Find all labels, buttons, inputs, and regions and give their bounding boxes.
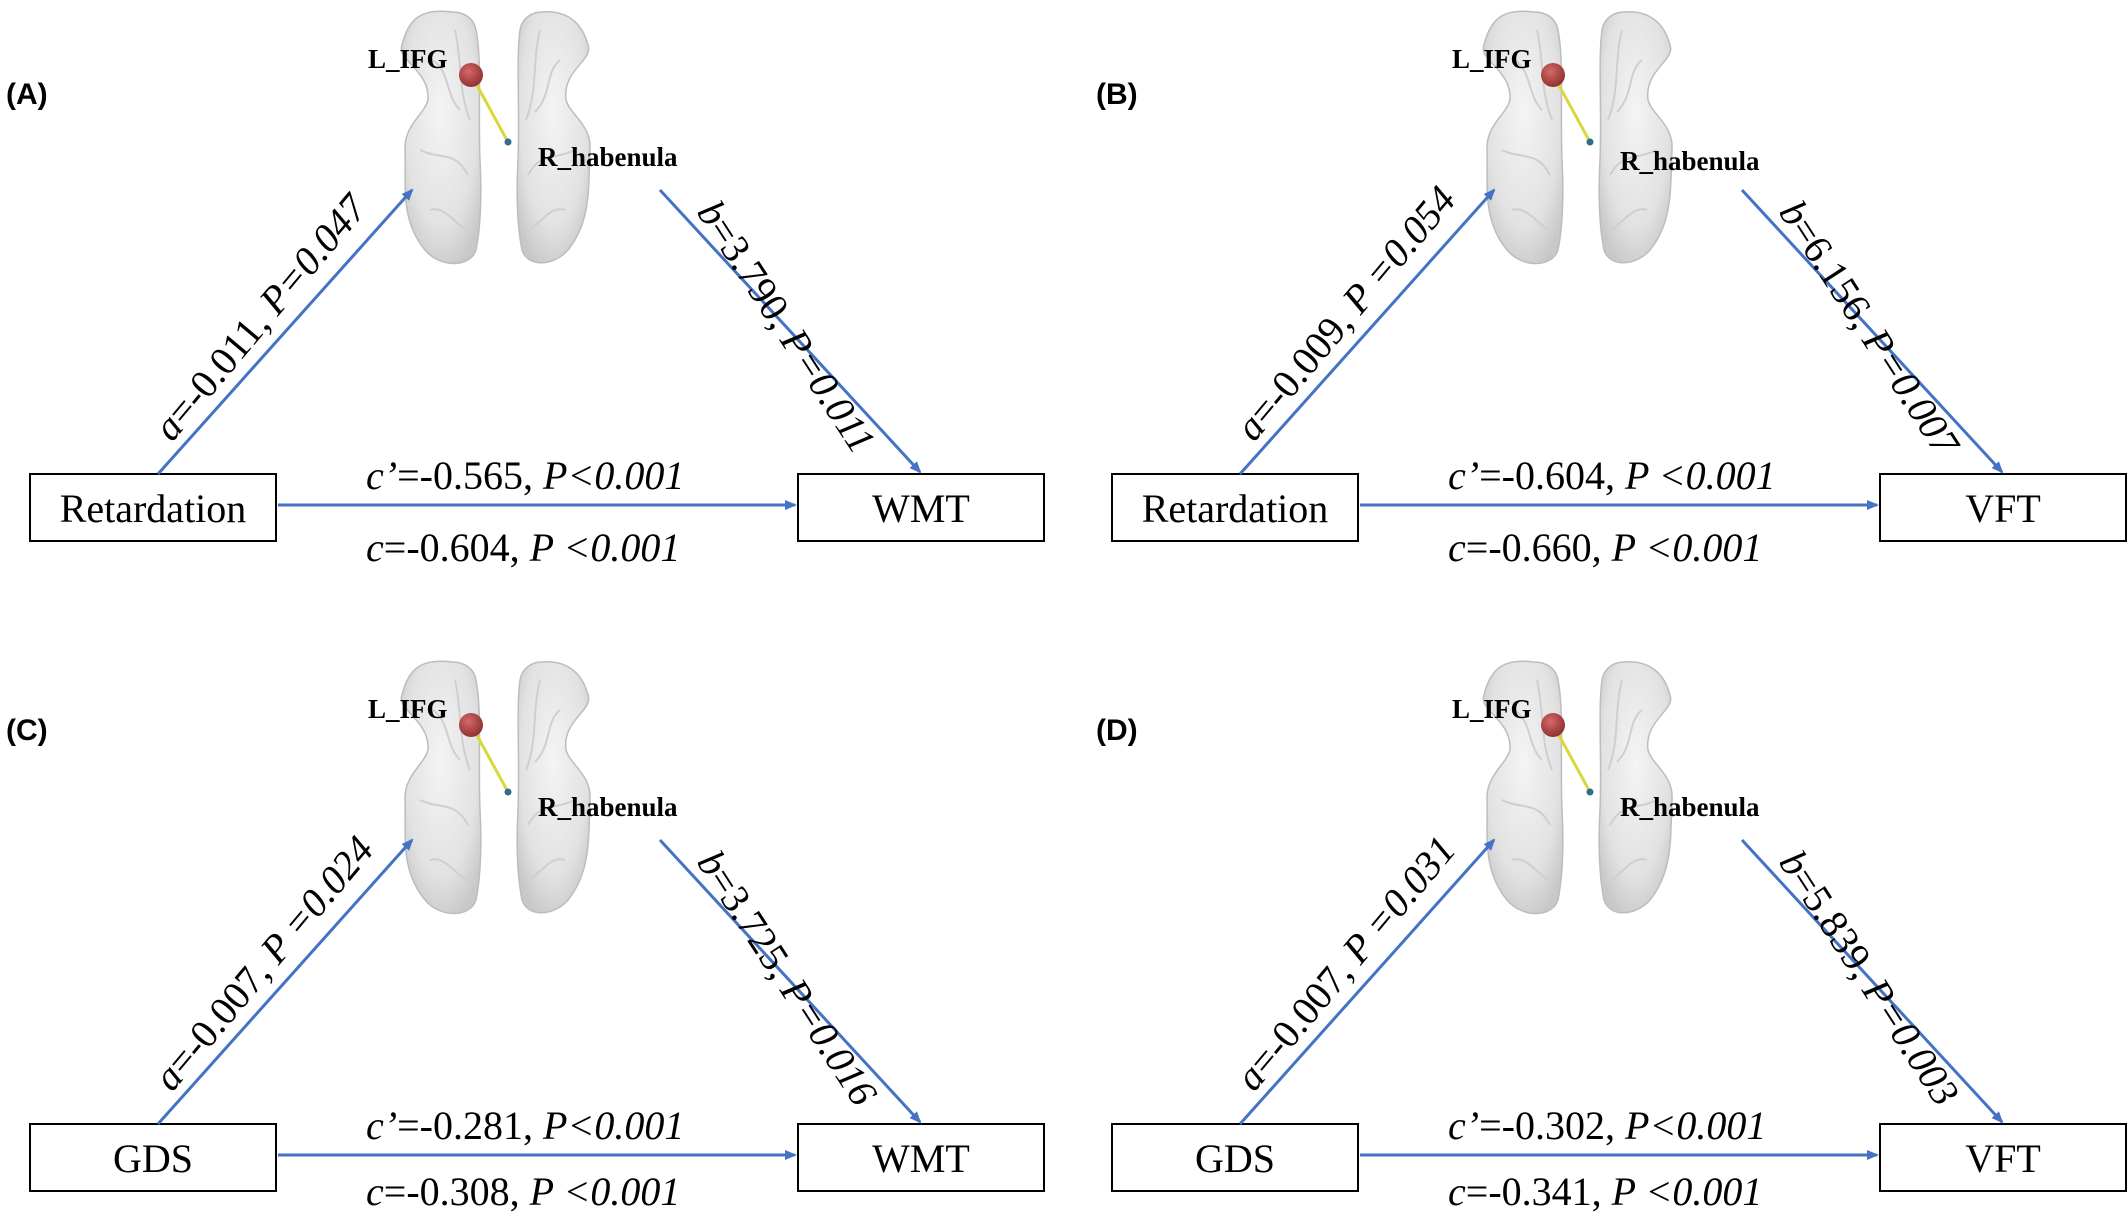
path-b-label: b=6.156, P=0.007	[1770, 192, 1969, 465]
roi-l-ifg-label: L_IFG	[1452, 44, 1532, 74]
panel-label: (C)	[6, 714, 48, 747]
path-a-label: a=-0.007, P =0.024	[144, 827, 382, 1098]
panel-label: (A)	[6, 78, 48, 111]
y-variable-label: WMT	[872, 486, 970, 531]
roi-r-habenula-label: R_habenula	[538, 142, 678, 172]
roi-l-ifg-label: L_IFG	[368, 44, 448, 74]
path-c-prime-label: c’=-0.604, P <0.001	[1448, 453, 1776, 498]
path-b-label: b=5.839, P=0.003	[1770, 842, 1968, 1113]
panel-c: (C) GDS WMT L_IFG R_habenula a=-0.007, P…	[6, 661, 1044, 1212]
x-variable-label: Retardation	[1142, 486, 1329, 531]
path-c-label: c=-0.308, P <0.001	[366, 1169, 680, 1212]
path-b-label: b=3.725, P=0.016	[688, 842, 886, 1113]
panel-label: (B)	[1096, 78, 1138, 111]
y-variable-label: VFT	[1965, 486, 2041, 531]
path-c-prime-label: c’=-0.302, P<0.001	[1448, 1103, 1766, 1148]
roi-r-habenula-label: R_habenula	[538, 792, 678, 822]
path-a-label: a=-0.007, P =0.031	[1226, 827, 1464, 1098]
x-variable-label: GDS	[1195, 1136, 1275, 1181]
x-variable-label: Retardation	[60, 486, 247, 531]
path-c-prime-label: c’=-0.565, P<0.001	[366, 453, 684, 498]
path-c-label: c=-0.341, P <0.001	[1448, 1169, 1762, 1212]
roi-r-habenula-label: R_habenula	[1620, 146, 1760, 176]
roi-l-ifg-label: L_IFG	[368, 694, 448, 724]
path-b-label: b=3.790, P=0.011	[688, 192, 884, 461]
roi-l-ifg-label: L_IFG	[1452, 694, 1532, 724]
y-variable-label: VFT	[1965, 1136, 2041, 1181]
x-variable-label: GDS	[113, 1136, 193, 1181]
panel-label: (D)	[1096, 714, 1138, 747]
path-c-prime-label: c’=-0.281, P<0.001	[366, 1103, 684, 1148]
path-a-label: a=-0.009, P =0.054	[1226, 177, 1464, 448]
path-c-label: c=-0.604, P <0.001	[366, 525, 680, 570]
panel-b: (B) Retardation VFT L_IFG R_habenula a=-…	[1096, 11, 2126, 570]
roi-r-habenula-label: R_habenula	[1620, 792, 1760, 822]
panel-d: (D) GDS VFT L_IFG R_habenula a=-0.007, P…	[1096, 661, 2126, 1212]
path-c-label: c=-0.660, P <0.001	[1448, 525, 1762, 570]
path-a-label: a=-0.011, P=0.047	[144, 184, 376, 449]
panel-a: (A) Retardation WMT L_IFG R_habenula a=-…	[6, 11, 1044, 570]
y-variable-label: WMT	[872, 1136, 970, 1181]
